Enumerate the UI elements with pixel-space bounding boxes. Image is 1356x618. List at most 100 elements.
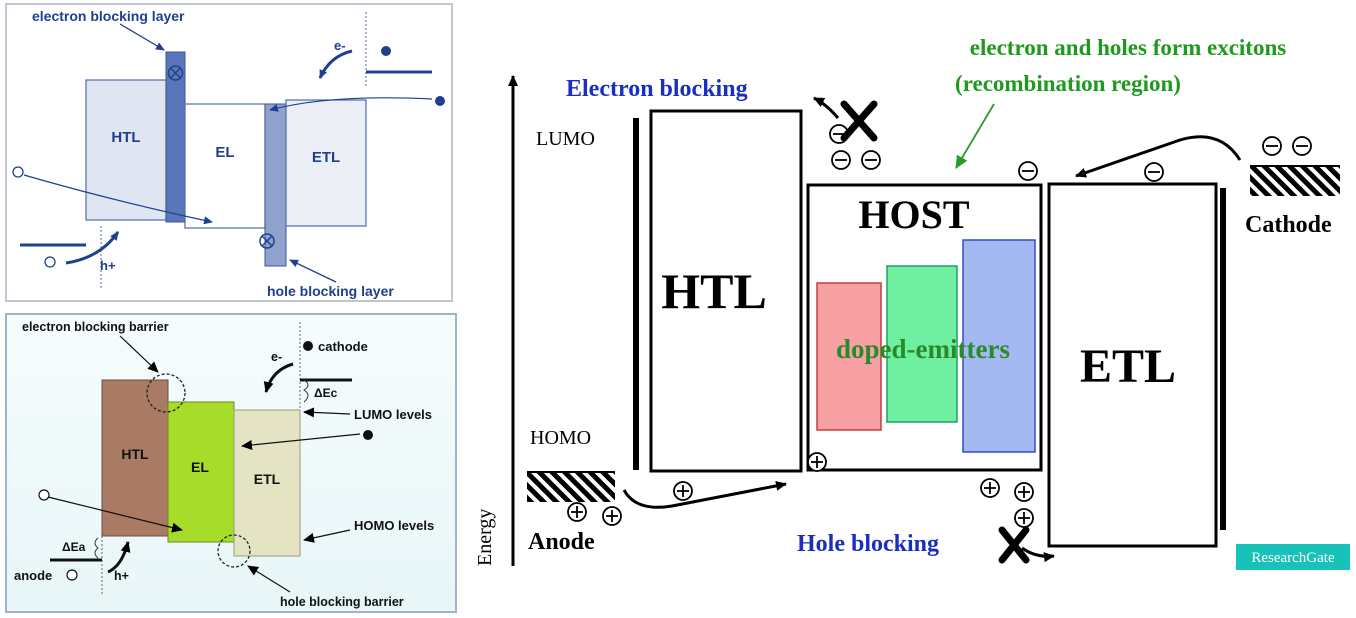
hole-icon <box>567 502 587 522</box>
electron-icon <box>381 46 391 56</box>
hole-path-arrow <box>47 496 183 533</box>
blue-emitter <box>962 239 1036 453</box>
electron-icon <box>1292 136 1312 156</box>
etl-block <box>233 409 301 557</box>
delta-ec-brace <box>303 379 309 403</box>
hole-blocking-pointer <box>289 259 337 283</box>
electron-icon <box>861 150 881 170</box>
recombination-pointer <box>955 103 995 169</box>
hole-barrier-circle <box>217 534 251 568</box>
electron-blocking-layer <box>165 51 186 223</box>
hole-icon <box>673 481 693 501</box>
etl-label: ETL <box>312 149 340 166</box>
electron-icon <box>303 341 313 351</box>
blocked-hole-cross <box>261 235 273 247</box>
hole-icon <box>980 478 1000 498</box>
hole-charges <box>567 452 1034 528</box>
electron-label: e- <box>334 38 346 53</box>
htl-label: HTL <box>661 263 767 319</box>
cathode-hatch <box>1250 166 1340 196</box>
delta-ec-label: ΔEc <box>314 386 338 400</box>
anode-label: anode <box>14 568 52 583</box>
htl-block <box>85 79 167 221</box>
hole-icon <box>12 166 24 178</box>
host-label: HOST <box>858 192 969 237</box>
el-label: EL <box>191 459 209 475</box>
electron-injection-arrow <box>318 49 353 79</box>
delta-ea-brace <box>94 537 99 559</box>
electron-blocking-pointer <box>119 23 165 51</box>
delta-ea-label: ΔEa <box>62 540 86 554</box>
hole-block-x-icon <box>998 526 1030 564</box>
htl-block <box>649 109 803 473</box>
hole-icon <box>38 489 50 501</box>
hole-path-arrow <box>23 174 213 225</box>
hole-icon <box>1014 508 1034 528</box>
hole-label: h+ <box>100 258 116 273</box>
cathode-label: cathode <box>318 339 368 354</box>
blocked-electron-arrow <box>813 96 840 119</box>
electron-injection-arrow <box>1075 135 1242 178</box>
electron-icon <box>363 430 373 440</box>
cathode-electrode-bar <box>1220 188 1226 530</box>
hole-injection-arrow <box>107 541 131 574</box>
electron-icon <box>831 150 851 170</box>
etl-block <box>1047 182 1218 548</box>
blocked-electron-icon <box>167 65 184 81</box>
hole-blocking-label: Hole blocking <box>797 531 939 557</box>
hole-blocking-layer-label: hole blocking layer <box>267 283 394 299</box>
hole-injection-arrow <box>65 231 120 265</box>
htl-label: HTL <box>121 446 149 462</box>
anode-hatch <box>527 472 615 502</box>
electron-path-arrow <box>241 433 361 450</box>
homo-pointer <box>303 529 351 543</box>
hole-blocking-barrier-label: hole blocking barrier <box>280 595 404 609</box>
lumo-levels-label: LUMO levels <box>354 407 432 422</box>
blocked-hole-icon <box>259 233 275 249</box>
hole-injection-arrow <box>622 480 787 509</box>
red-emitter <box>816 282 882 431</box>
blocked-hole-arrow <box>1021 546 1055 563</box>
electron-barrier-pointer <box>119 335 159 373</box>
researchgate-watermark-text: ResearchGate <box>1251 550 1335 566</box>
excitons-label-line2: (recombination region) <box>955 71 1181 96</box>
hole-icon <box>66 569 78 581</box>
anode-label: Anode <box>528 529 595 555</box>
hole-icon <box>807 452 827 472</box>
homo-label: HOMO <box>530 427 591 449</box>
htl-label: HTL <box>111 129 140 146</box>
hole-icon <box>1014 482 1034 502</box>
hole-barrier-pointer <box>247 565 291 593</box>
homo-levels-label: HOMO levels <box>354 518 434 533</box>
electron-charges <box>829 124 1312 182</box>
hole-icon <box>602 506 622 526</box>
panel-c: Energy LUMO HOMO Anode HTL HOST doped-em… <box>474 35 1350 570</box>
etl-label: ETL <box>254 471 281 487</box>
lumo-pointer <box>303 407 351 418</box>
el-block <box>184 103 266 229</box>
electron-label: e- <box>271 350 282 364</box>
electron-path-arrow <box>269 97 433 112</box>
blocked-electron-cross <box>169 67 182 79</box>
electron-barrier-circle <box>146 373 186 413</box>
electron-icon <box>1144 162 1164 182</box>
el-block <box>167 401 235 543</box>
energy-label: Energy <box>474 509 496 566</box>
cathode-label: Cathode <box>1245 212 1332 238</box>
green-emitter <box>886 265 958 423</box>
doped-emitters-label: doped-emitters <box>836 334 1010 364</box>
researchgate-watermark <box>1236 544 1350 570</box>
electron-blocking-layer-label: electron blocking layer <box>32 8 185 24</box>
electron-blocking-barrier-label: electron blocking barrier <box>22 320 169 334</box>
hole-label: h+ <box>114 569 129 583</box>
etl-label: ETL <box>1080 340 1176 393</box>
hole-icon <box>44 256 56 268</box>
anode-electrode-bar <box>633 118 639 470</box>
electron-icon <box>435 96 445 106</box>
htl-block <box>101 379 169 537</box>
panel-b: electron blocking barrier hole blocking … <box>5 313 457 613</box>
el-label: EL <box>215 144 234 161</box>
lumo-label: LUMO <box>536 128 595 150</box>
panel-a: electron blocking layer hole blocking la… <box>5 3 453 302</box>
